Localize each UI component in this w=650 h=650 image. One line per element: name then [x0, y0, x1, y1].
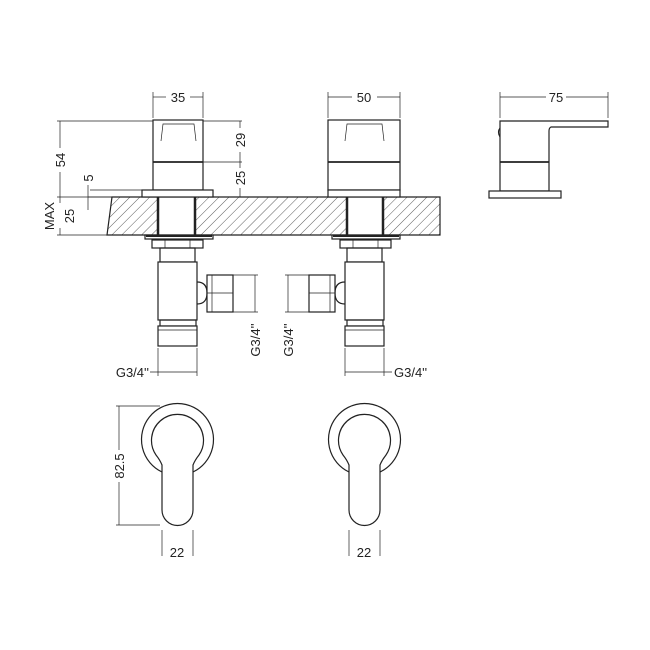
dim-right-tap-width: 50: [357, 90, 371, 105]
dim-handle-height: 29: [233, 133, 248, 147]
right-lever-plan: [327, 402, 402, 527]
dim-left-side-inlet: G3/4'': [248, 323, 263, 356]
dim-left-lever-width: 22: [170, 545, 184, 560]
dim-body-height: 25: [233, 171, 248, 185]
dim-flange: 5: [81, 174, 96, 181]
dim-total-height: 54: [53, 153, 68, 167]
dim-right-side-inlet: G3/4'': [281, 323, 296, 356]
left-lever-plan: [140, 402, 215, 527]
dim-left-outlet: G3/4'': [116, 365, 149, 380]
dim-max-label: MAX: [42, 202, 57, 231]
dim-right-lever-width: 22: [357, 545, 371, 560]
left-tap-front: [141, 119, 234, 347]
dim-left-tap-width: 35: [171, 90, 185, 105]
right-tap-front: [308, 119, 401, 347]
dim-plan-height: 82.5: [112, 453, 127, 478]
dim-right-outlet: G3/4'': [394, 365, 427, 380]
dim-side-depth: 75: [549, 90, 563, 105]
dim-max-deck: 25: [62, 209, 77, 223]
deck-section: [106, 196, 441, 236]
dimension-lines: [57, 92, 609, 556]
side-view: [488, 120, 609, 199]
